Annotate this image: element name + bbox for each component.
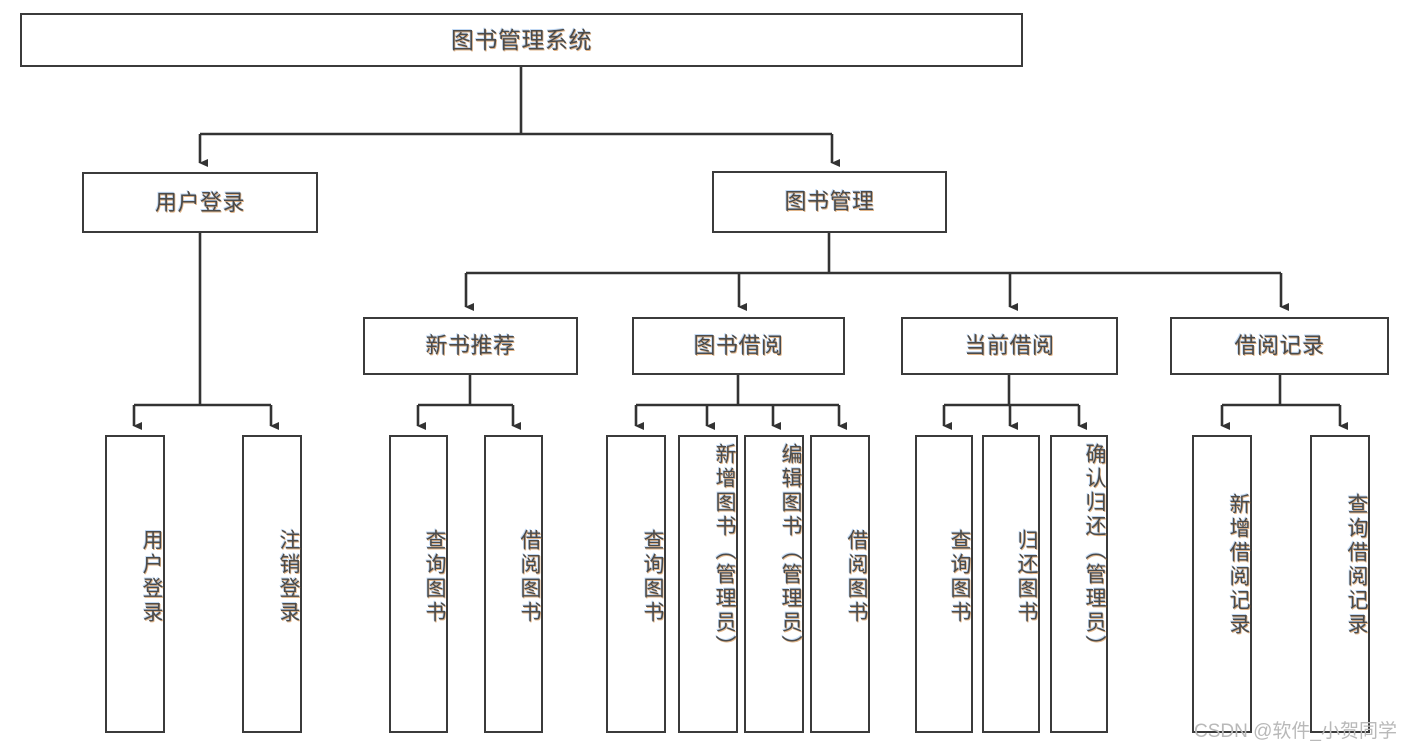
node-root-system[interactable]: 图书管理系统 [20,13,1023,67]
leaf-add-book-admin[interactable]: 新增图书（管理员） [678,435,738,733]
leaf-query-book-borrow[interactable]: 查询图书 [606,435,666,733]
node-new-book-recommend[interactable]: 新书推荐 [363,317,578,375]
leaf-confirm-return-admin[interactable]: 确认归还（管理员） [1050,435,1108,733]
node-current-borrow[interactable]: 当前借阅 [901,317,1118,375]
node-user-login[interactable]: 用户登录 [82,172,318,233]
leaf-edit-book-admin[interactable]: 编辑图书（管理员） [744,435,804,733]
leaf-query-book-recommend[interactable]: 查询图书 [389,435,448,733]
node-book-manage[interactable]: 图书管理 [712,171,947,233]
leaf-return-book[interactable]: 归还图书 [982,435,1040,733]
leaf-query-borrow-record[interactable]: 查询借阅记录 [1310,435,1370,733]
leaf-add-borrow-record[interactable]: 新增借阅记录 [1192,435,1252,733]
node-borrow-record[interactable]: 借阅记录 [1170,317,1389,375]
leaf-user-login[interactable]: 用户登录 [105,435,165,733]
leaf-logout[interactable]: 注销登录 [242,435,302,733]
node-book-borrow[interactable]: 图书借阅 [632,317,845,375]
leaf-borrow-book-recommend[interactable]: 借阅图书 [484,435,543,733]
leaf-borrow-book[interactable]: 借阅图书 [810,435,870,733]
leaf-query-book-current[interactable]: 查询图书 [915,435,973,733]
